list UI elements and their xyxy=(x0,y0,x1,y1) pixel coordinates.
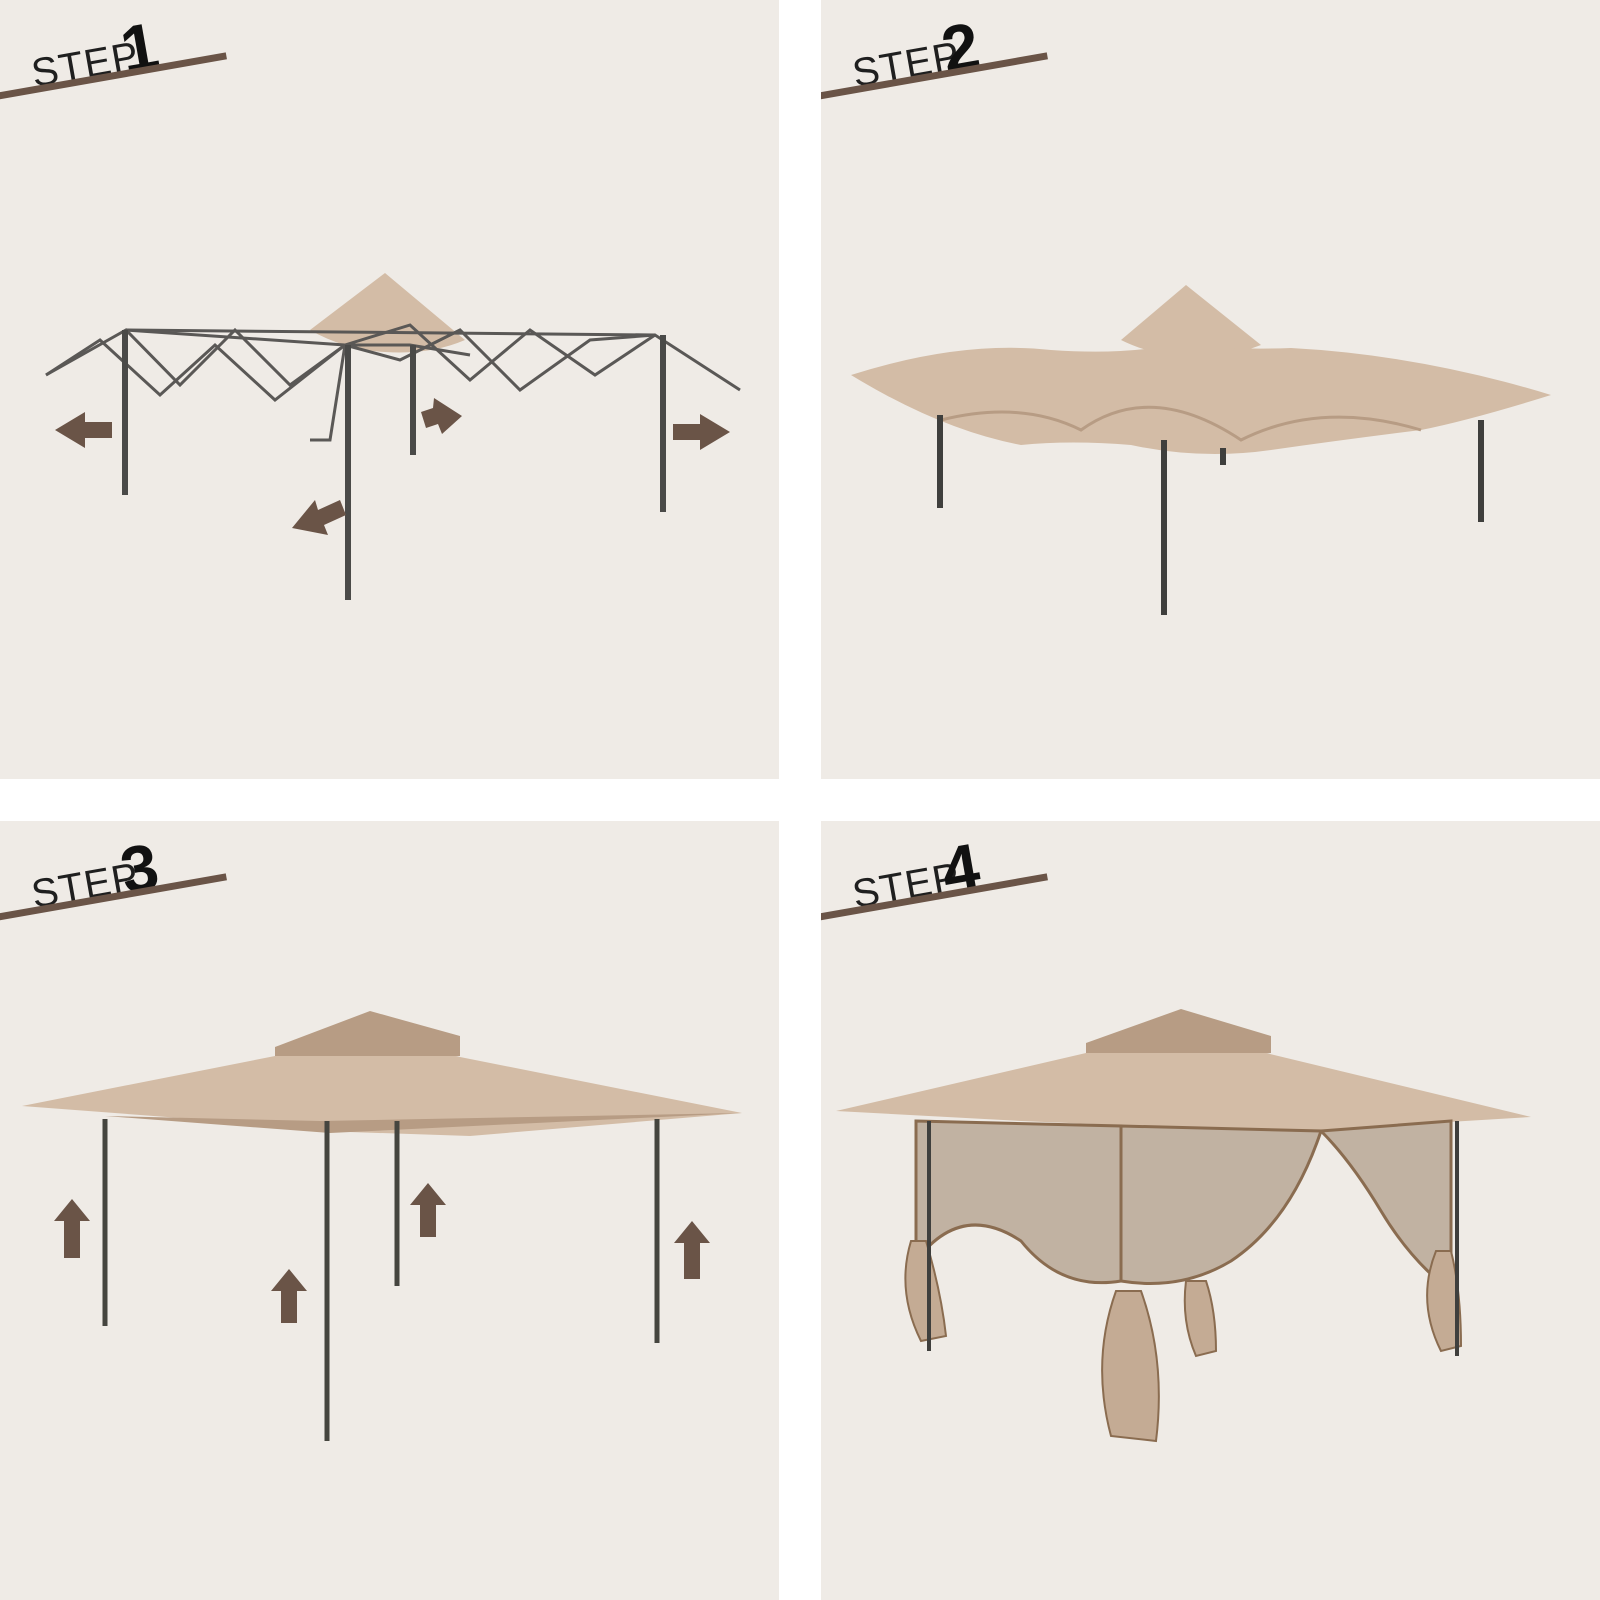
arrow-up-icon xyxy=(410,1183,446,1237)
arrow-up-icon xyxy=(54,1199,90,1258)
legs-extending-illustration xyxy=(0,821,779,1600)
arrow-left-icon xyxy=(55,412,112,448)
arrow-right-icon xyxy=(673,414,730,450)
legs xyxy=(105,1119,657,1441)
frame-expanding-illustration xyxy=(0,0,779,779)
step-2-panel: STEP 2 xyxy=(821,0,1600,779)
netting-attached-illustration xyxy=(821,821,1600,1600)
mosquito-netting xyxy=(916,1121,1451,1291)
canopy-draped-illustration xyxy=(821,0,1600,779)
legs xyxy=(125,330,663,600)
arrow-up-icon xyxy=(674,1221,710,1279)
step-4-panel: STEP 4 xyxy=(821,821,1600,1600)
step-1-panel: STEP 1 xyxy=(0,0,779,779)
step-3-panel: STEP 3 xyxy=(0,821,779,1600)
main-canopy xyxy=(836,1053,1531,1131)
arrow-up-icon xyxy=(271,1269,307,1323)
arrow-right-icon xyxy=(421,398,462,434)
draped-canopy xyxy=(851,345,1551,454)
arrow-down-left-icon xyxy=(292,500,346,535)
